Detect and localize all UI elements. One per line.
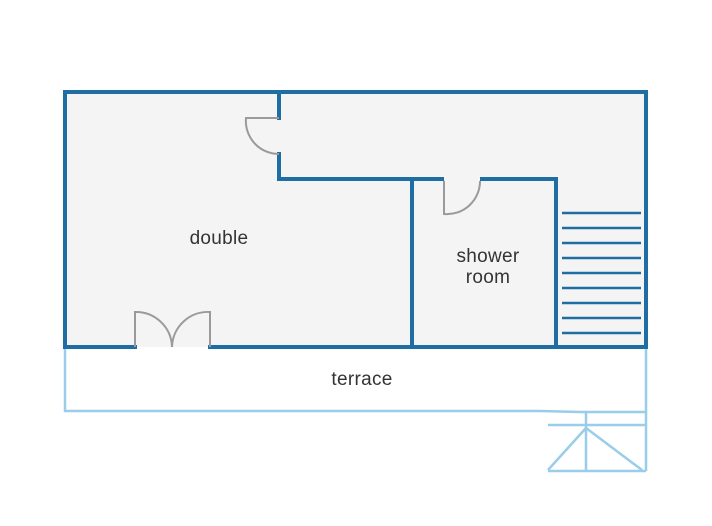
terrace-outline xyxy=(63,348,648,414)
doors xyxy=(134,117,482,348)
inner-door-swing xyxy=(244,117,280,156)
terrace-area xyxy=(63,348,648,473)
shower-door-swing xyxy=(443,180,482,216)
shower-door-gap xyxy=(444,176,480,182)
room-label-double: double xyxy=(190,228,249,249)
room-label-terrace: terrace xyxy=(331,369,392,390)
double-door-left-swing xyxy=(134,310,173,348)
indoor-stairs xyxy=(562,211,641,335)
floor-double xyxy=(65,92,646,347)
room-label-shower-line1: shower xyxy=(456,246,519,267)
room-label-shower-line2: room xyxy=(466,267,511,288)
double-door-right-swing xyxy=(171,310,211,348)
terrace-stair-fan-right xyxy=(585,427,643,471)
terrace-stair-fan-left xyxy=(547,427,587,471)
floor-fills xyxy=(65,92,646,347)
